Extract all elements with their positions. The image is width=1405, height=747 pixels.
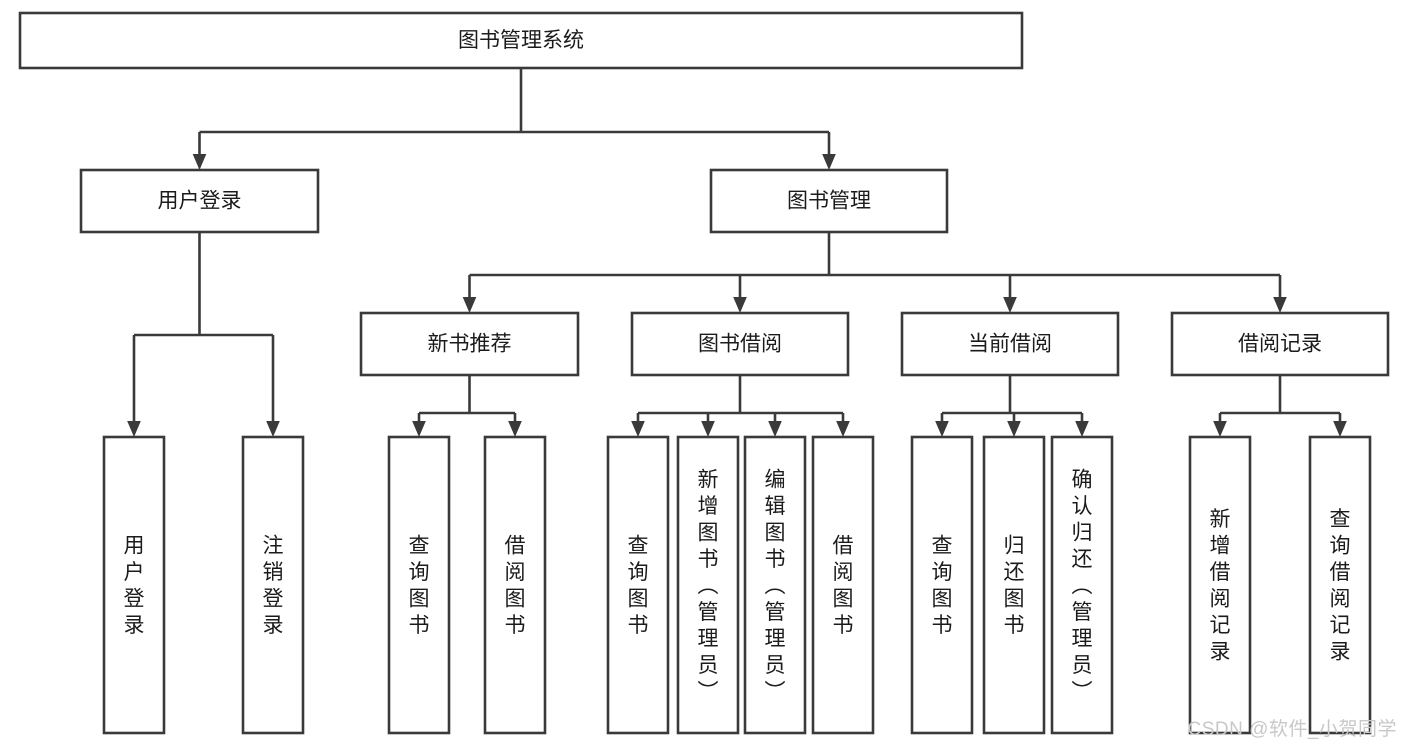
arrow-head-icon-图书借阅 xyxy=(733,297,747,313)
node-box-当前借阅 xyxy=(900,311,1120,377)
arrow-head-icon-借阅记录 xyxy=(1273,297,1287,313)
node-box-归还图书 xyxy=(982,435,1046,735)
arrow-head-icon-确认归还管理员 xyxy=(1075,421,1089,437)
arrow-head-icon-当前借阅 xyxy=(1003,297,1017,313)
arrow-head-icon-新书推荐 xyxy=(462,297,477,313)
arrow-head-icon-新增借阅记录 xyxy=(1213,421,1227,437)
node-注销登录[interactable]: 注销登录 xyxy=(241,435,305,735)
node-label-归还图书: 归还图书 xyxy=(1004,535,1025,638)
node-box-新增图书管理员 xyxy=(676,435,740,735)
node-box-图书借阅 xyxy=(630,311,850,377)
node-box-新书推荐 xyxy=(359,311,580,377)
arrow-head-icon-新增图书管理员 xyxy=(701,421,715,437)
node-当前借阅[interactable]: 当前借阅 xyxy=(900,311,1120,377)
node-box-借阅图书 xyxy=(483,435,547,735)
node-label-编辑图书管理员: 编辑图书︵管理员︶ xyxy=(765,468,786,703)
node-图书管理[interactable]: 图书管理 xyxy=(709,168,949,234)
arrow-head-icon-图书管理 xyxy=(822,154,836,170)
node-box-用户登录 xyxy=(102,435,166,735)
node-box-借阅记录 xyxy=(1170,311,1390,377)
node-label-新增图书管理员: 新增图书︵管理员︶ xyxy=(698,468,719,703)
node-box-用户登录 xyxy=(79,168,320,234)
node-确认归还管理员[interactable]: 确认归还︵管理员︶ xyxy=(1050,435,1114,735)
node-box-查询借阅记录 xyxy=(1308,435,1372,735)
node-label-图书管理系统: 图书管理系统 xyxy=(458,29,584,52)
arrow-head-icon-归还图书 xyxy=(1007,421,1021,437)
node-box-新增借阅记录 xyxy=(1188,435,1252,735)
node-图书管理系统[interactable]: 图书管理系统 xyxy=(18,11,1024,70)
node-label-查询图书: 查询图书 xyxy=(932,535,953,638)
node-新增图书管理员[interactable]: 新增图书︵管理员︶ xyxy=(676,435,740,735)
node-box-借阅图书 xyxy=(811,435,875,735)
node-box-查询图书 xyxy=(387,435,451,735)
node-新书推荐[interactable]: 新书推荐 xyxy=(359,311,580,377)
node-label-查询图书: 查询图书 xyxy=(628,535,649,638)
node-label-查询图书: 查询图书 xyxy=(409,535,430,638)
node-box-图书管理 xyxy=(709,168,949,234)
node-用户登录[interactable]: 用户登录 xyxy=(79,168,320,234)
node-归还图书[interactable]: 归还图书 xyxy=(982,435,1046,735)
node-查询图书[interactable]: 查询图书 xyxy=(606,435,670,735)
node-label-查询借阅记录: 查询借阅记录 xyxy=(1330,508,1351,664)
node-label-图书管理: 图书管理 xyxy=(787,190,871,213)
node-layer: 图书管理系统用户登录用户登录注销登录图书管理新书推荐查询图书借阅图书图书借阅查询… xyxy=(18,11,1390,735)
node-label-用户登录: 用户登录 xyxy=(158,190,242,213)
node-box-查询图书 xyxy=(606,435,670,735)
arrow-head-icon-借阅图书 xyxy=(508,421,522,437)
node-借阅记录[interactable]: 借阅记录 xyxy=(1170,311,1390,377)
node-label-当前借阅: 当前借阅 xyxy=(968,333,1052,356)
node-box-编辑图书管理员 xyxy=(743,435,807,735)
node-查询图书[interactable]: 查询图书 xyxy=(910,435,974,735)
node-编辑图书管理员[interactable]: 编辑图书︵管理员︶ xyxy=(743,435,807,735)
arrow-head-icon-查询借阅记录 xyxy=(1333,421,1347,437)
arrow-head-icon-借阅图书 xyxy=(836,421,850,437)
arrow-head-icon-编辑图书管理员 xyxy=(768,421,782,437)
node-新增借阅记录[interactable]: 新增借阅记录 xyxy=(1188,435,1252,735)
watermark-text: CSDN @软件_小贺同学 xyxy=(1187,719,1397,740)
node-查询图书[interactable]: 查询图书 xyxy=(387,435,451,735)
node-label-借阅记录: 借阅记录 xyxy=(1238,333,1322,356)
arrow-head-icon-用户登录 xyxy=(127,421,141,437)
arrow-head-icon-查询图书 xyxy=(631,421,645,437)
node-图书借阅[interactable]: 图书借阅 xyxy=(630,311,850,377)
node-box-图书管理系统 xyxy=(18,11,1024,70)
arrow-head-icon-用户登录 xyxy=(192,154,207,170)
arrow-head-icon-注销登录 xyxy=(266,421,280,437)
arrow-head-icon-查询图书 xyxy=(935,421,949,437)
node-box-确认归还管理员 xyxy=(1050,435,1114,735)
node-label-借阅图书: 借阅图书 xyxy=(833,535,854,638)
node-查询借阅记录[interactable]: 查询借阅记录 xyxy=(1308,435,1372,735)
node-label-图书借阅: 图书借阅 xyxy=(698,333,782,356)
node-label-注销登录: 注销登录 xyxy=(263,535,284,638)
arrow-head-icon-查询图书 xyxy=(412,421,426,437)
node-box-查询图书 xyxy=(910,435,974,735)
node-用户登录[interactable]: 用户登录 xyxy=(102,435,166,735)
node-借阅图书[interactable]: 借阅图书 xyxy=(811,435,875,735)
node-label-新书推荐: 新书推荐 xyxy=(428,333,512,356)
node-label-借阅图书: 借阅图书 xyxy=(505,535,526,638)
node-label-用户登录: 用户登录 xyxy=(124,535,145,638)
node-label-新增借阅记录: 新增借阅记录 xyxy=(1210,508,1231,664)
node-借阅图书[interactable]: 借阅图书 xyxy=(483,435,547,735)
edge-layer xyxy=(127,68,1347,437)
node-box-注销登录 xyxy=(241,435,305,735)
node-label-确认归还管理员: 确认归还︵管理员︶ xyxy=(1072,468,1093,703)
